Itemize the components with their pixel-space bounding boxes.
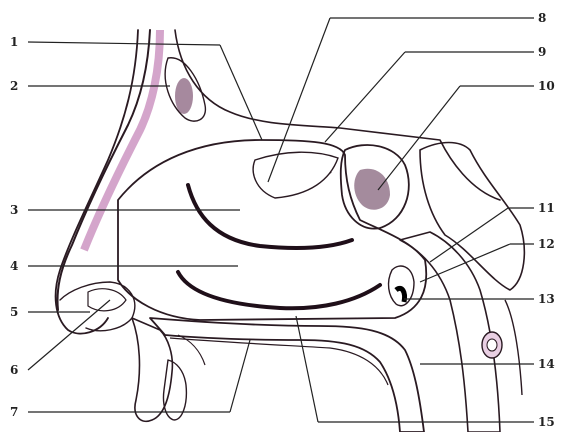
label-3: 3: [10, 203, 18, 217]
leader-10b: [378, 86, 460, 190]
label-11: 11: [538, 201, 555, 215]
label-13: 13: [538, 292, 555, 306]
label-5: 5: [10, 305, 18, 319]
palate: [150, 318, 424, 432]
external-nose: [56, 30, 138, 334]
leader-9b: [325, 52, 405, 142]
upper-lip-and-teeth: [132, 318, 205, 421]
label-7: 7: [10, 405, 18, 419]
label-12: 12: [538, 237, 555, 251]
label-8: 8: [538, 11, 546, 25]
label-9: 9: [538, 45, 546, 59]
leader-6: [28, 300, 110, 370]
leader-1: [28, 42, 220, 45]
leader-7b: [230, 340, 250, 412]
label-6: 6: [10, 363, 18, 377]
leader-15b: [296, 316, 318, 422]
label-2: 2: [10, 79, 18, 93]
leader-1b: [220, 45, 262, 140]
label-1: 1: [10, 35, 18, 49]
label-14: 14: [538, 357, 555, 371]
label-10: 10: [538, 79, 555, 93]
sphenoid-sinus: [341, 145, 409, 229]
clivus: [420, 143, 524, 291]
pharyngeal-wall: [389, 232, 522, 432]
label-15: 15: [538, 415, 555, 429]
label-4: 4: [10, 259, 18, 273]
